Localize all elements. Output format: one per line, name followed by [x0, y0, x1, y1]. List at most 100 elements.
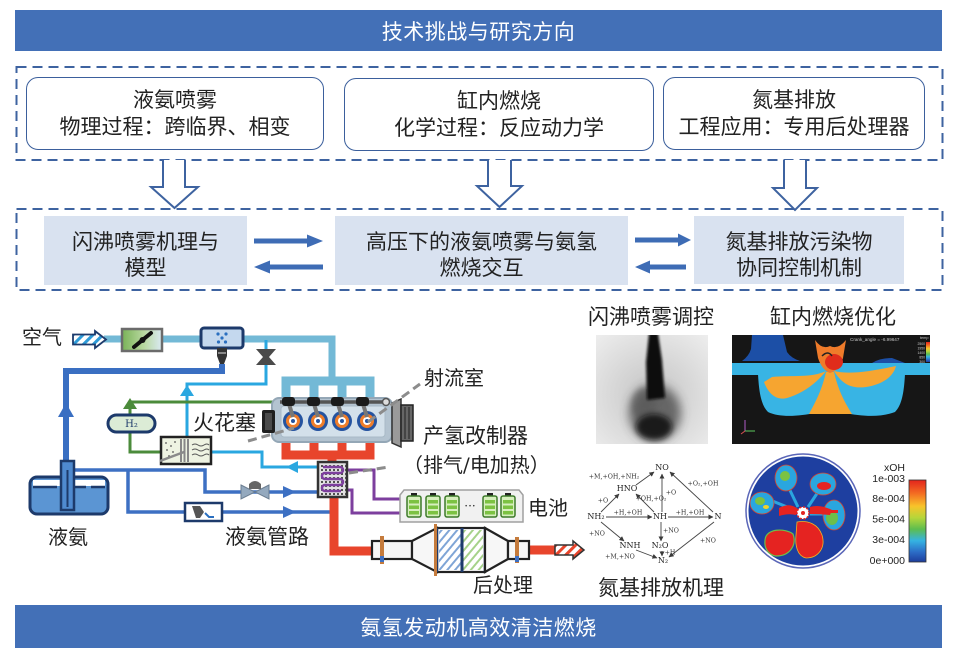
engine-block-icon	[271, 397, 393, 443]
oh-legend-tick: 5e-004	[872, 514, 905, 526]
flash-spray-image	[596, 335, 708, 444]
catalyst-block-blue	[439, 530, 461, 570]
header-title: 技术挑战与研究方向	[381, 19, 576, 44]
directions-frame	[15, 208, 944, 291]
reaction-arrow	[600, 493, 620, 513]
reaction-arrow	[635, 493, 655, 513]
flow-left-arrow-icon	[286, 461, 298, 473]
catalyst-block-green	[463, 530, 483, 570]
flash-spray-title: 闪沸喷雾调控	[588, 305, 714, 329]
oh-colorbar	[908, 479, 927, 563]
battery-cell-icon	[444, 493, 460, 518]
air-label: 空气	[22, 325, 62, 349]
aftertreatment-icon	[370, 524, 531, 576]
challenge-box-liquid-ammonia-spray: 液氨喷雾 物理过程：跨临界、相变	[26, 77, 324, 150]
oh-legend-tick: 1e-003	[872, 473, 905, 485]
liquid-ammonia-tank-label: 液氨	[48, 525, 88, 549]
gas-mixer-icon	[199, 326, 245, 364]
flow-arrow-left-icon	[254, 260, 323, 274]
species-node: NNH	[620, 541, 641, 550]
reformer-pointer	[348, 465, 390, 475]
aftertreatment-label: 后处理	[473, 573, 533, 597]
header-banner: 技术挑战与研究方向	[15, 10, 942, 51]
reformer-heating-label: （排气/电加热）	[403, 453, 550, 477]
footer-banner: 氨氢发动机高效清洁燃烧	[15, 605, 942, 648]
flow-up-arrow-icon	[123, 398, 137, 409]
reaction-label: +OH,+O₂	[636, 496, 667, 503]
direction-text: 闪沸喷雾机理与	[72, 230, 219, 254]
exhaust-manifold	[281, 441, 375, 464]
challenge-box-in-cylinder-combustion: 缸内燃烧 化学过程：反应动力学	[344, 78, 654, 151]
hydrogen-reformer-icon	[316, 460, 349, 499]
temp-legend-tick: 1950	[917, 347, 925, 351]
temp-legend-tick: 2500	[917, 342, 925, 346]
reaction-arrow	[600, 521, 625, 542]
flow-arrow-right-icon	[635, 233, 691, 247]
oh-contour-image	[745, 453, 861, 569]
mechanism-title: 氮基排放机理	[598, 576, 724, 600]
direction-text: 模型	[124, 256, 167, 280]
check-valve-icon	[256, 349, 276, 365]
flow-arrow-right-icon	[254, 234, 323, 248]
challenge-subtitle: 化学过程：反应动力学	[394, 115, 604, 140]
hydrogen-tank-icon: H₂	[106, 413, 157, 434]
flow-right-arrow-icon	[283, 486, 296, 498]
direction-box-emission-control: 氮基排放污染物 协同控制机制	[694, 216, 904, 284]
flow-up-arrow-icon	[180, 385, 194, 396]
temp-legend-tick: 300	[919, 360, 925, 364]
species-node: NO	[655, 463, 669, 472]
down-arrow-icon	[474, 160, 525, 209]
species-node: NH	[653, 512, 667, 521]
battery-ellipsis: ···	[464, 499, 475, 513]
spark-plug-label: 火花塞	[193, 411, 256, 435]
liquid-ammonia-line	[126, 470, 330, 514]
flow-arrow-left-icon	[635, 260, 686, 274]
exhaust-pipe	[329, 496, 374, 556]
battery-label: 电池	[528, 496, 568, 520]
species-node: HNO	[617, 484, 638, 493]
reaction-label: +H,+OH	[676, 510, 705, 517]
challenge-box-nitrogen-emissions: 氮基排放 工程应用：专用后处理器	[663, 77, 925, 150]
direction-text: 高压下的液氨喷雾与氨氢	[366, 230, 597, 254]
species-node: N₂	[658, 556, 668, 565]
liquid-ammonia-line-label: 液氨管路	[225, 525, 309, 549]
hydrogen-reformer-label: 产氢改制器	[423, 424, 528, 448]
footer-title: 氨氢发动机高效清洁燃烧	[360, 615, 597, 640]
temp-legend-tick: 850	[919, 356, 925, 360]
flow-right-arrow-icon	[283, 506, 296, 518]
intake-valve-shape	[742, 335, 800, 361]
direction-box-spray-combustion-interaction: 高压下的液氨喷雾与氨氢 燃烧交互	[335, 216, 628, 285]
challenge-subtitle: 工程应用：专用后处理器	[678, 114, 910, 139]
challenge-subtitle: 物理过程：跨临界、相变	[59, 114, 291, 139]
direction-box-flash-spray: 闪沸喷雾机理与 模型	[44, 216, 247, 285]
battery-pack-icon: ···	[399, 489, 524, 523]
direction-text: 氮基排放污染物	[725, 229, 873, 254]
down-arrow-icon	[148, 160, 201, 210]
temp-colorbar	[926, 342, 930, 362]
direction-text: 燃烧交互	[439, 256, 524, 280]
heating-wire	[347, 468, 402, 501]
liquid-ammonia-tank-icon	[28, 459, 110, 516]
flywheel-icon	[391, 397, 414, 449]
temp-legend-title: temp	[920, 336, 928, 340]
heating-wire	[347, 488, 402, 515]
throttle-valve-icon	[120, 327, 164, 353]
combustion-title: 缸内燃烧优化	[770, 305, 896, 329]
challenge-title: 缸内燃烧	[457, 88, 541, 113]
combustion-cfd-image: Crank_angle = -6.99647 temp 2500 1950 14…	[732, 335, 930, 444]
engine-system-schematic: H₂	[28, 326, 586, 576]
reaction-label: +H,+OH	[614, 510, 643, 517]
reaction-label: +NO	[700, 538, 716, 545]
battery-cell-icon	[482, 493, 498, 518]
reaction-arrow	[635, 549, 658, 559]
oh-legend-tick: 0e+000	[870, 555, 905, 567]
liquid-ammonia-line	[74, 468, 318, 494]
h2-tank-label: H₂	[125, 419, 138, 430]
spark-plug-icon	[262, 410, 275, 433]
temp-legend-tick: 1400	[917, 351, 925, 355]
exhaust-outlet-arrow-icon	[554, 539, 586, 561]
challenge-title: 氮基排放	[752, 87, 836, 112]
reaction-label: +O	[598, 498, 608, 505]
cylinder-icon	[332, 411, 352, 431]
